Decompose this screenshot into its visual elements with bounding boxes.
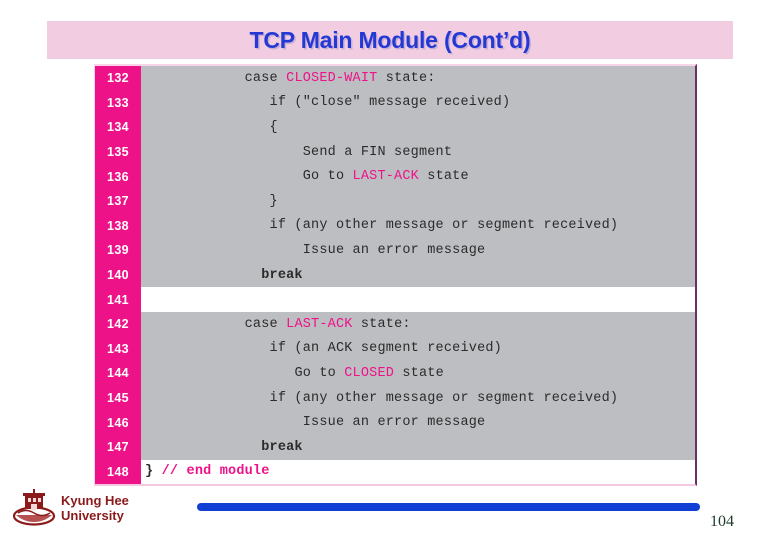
code-line-text: if (any other message or segment receive… — [141, 386, 695, 411]
code-token: } — [145, 464, 162, 480]
code-token: state — [418, 169, 469, 185]
code-token: if ("close" message received) — [269, 95, 511, 111]
code-line-number: 136 — [95, 164, 141, 189]
code-token: Issue an error message — [302, 415, 486, 431]
code-line-text: Issue an error message — [141, 238, 695, 263]
university-name-line2: University — [61, 508, 124, 523]
slide-title-banner: TCP Main Module (Cont’d) — [47, 21, 733, 59]
code-line-number: 147 — [95, 434, 141, 460]
code-line-number: 142 — [95, 311, 141, 337]
code-line-text: { — [141, 115, 695, 140]
code-line-text: if (an ACK segment received) — [141, 337, 695, 362]
code-line-row: 144 Go to CLOSED state — [95, 361, 695, 386]
code-line-number: 135 — [95, 139, 141, 165]
page-number: 104 — [710, 513, 734, 530]
code-line-row: 137 } — [95, 188, 695, 214]
code-line-number: 132 — [95, 66, 141, 91]
code-token: Issue an error message — [302, 242, 486, 258]
code-line-row: 145 if (any other message or segment rec… — [95, 385, 695, 411]
code-line-row: 147 break — [95, 434, 695, 460]
code-line-row: 140 break — [95, 262, 695, 288]
code-token: if (an ACK segment received) — [269, 341, 502, 357]
code-line-number: 141 — [95, 287, 141, 312]
code-line-row: 148} // end module — [95, 459, 695, 485]
code-listing-panel: 132 case CLOSED-WAIT state:133 if ("clos… — [94, 64, 697, 487]
university-name: Kyung Hee University — [61, 493, 129, 523]
code-token: break — [261, 439, 303, 455]
code-line-text: break — [141, 263, 695, 288]
code-token: state: — [352, 316, 411, 332]
code-token: break — [261, 267, 303, 283]
code-token: if (any other message or segment receive… — [269, 218, 619, 234]
code-line-row: 141 — [95, 287, 695, 312]
code-token: Go to — [294, 365, 345, 381]
code-line-text: } — [141, 189, 695, 214]
code-line-text: if (any other message or segment receive… — [141, 214, 695, 239]
code-line-text: } // end module — [141, 460, 695, 485]
code-line-number: 137 — [95, 188, 141, 214]
university-name-line1: Kyung Hee — [61, 493, 129, 508]
code-line-text: break — [141, 435, 695, 460]
code-line-row: 139 Issue an error message — [95, 238, 695, 263]
code-state-keyword: LAST-ACK — [352, 169, 419, 185]
code-line-number: 133 — [95, 90, 141, 116]
code-line-number: 144 — [95, 361, 141, 386]
code-line-number: 143 — [95, 336, 141, 362]
university-branding: Kyung Hee University — [12, 489, 129, 527]
code-state-keyword: LAST-ACK — [286, 316, 353, 332]
code-line-text: Go to LAST-ACK state — [141, 164, 695, 189]
code-line-row: 142 case LAST-ACK state: — [95, 311, 695, 337]
code-token: } — [269, 193, 278, 209]
code-line-text — [141, 287, 695, 312]
code-line-number: 139 — [95, 238, 141, 263]
code-line-text: case LAST-ACK state: — [141, 312, 695, 337]
code-comment: // end module — [161, 464, 270, 480]
code-line-number: 146 — [95, 410, 141, 435]
code-state-keyword: CLOSED-WAIT — [286, 70, 378, 86]
code-token: { — [269, 119, 278, 135]
code-line-row: 146 Issue an error message — [95, 410, 695, 435]
code-token: Send a FIN segment — [302, 144, 453, 160]
code-line-text: Send a FIN segment — [141, 140, 695, 165]
code-line-number: 148 — [95, 459, 141, 485]
code-line-row: 136 Go to LAST-ACK state — [95, 164, 695, 189]
code-state-keyword: CLOSED — [344, 365, 395, 381]
code-token: Go to — [302, 169, 353, 185]
code-line-row: 135 Send a FIN segment — [95, 139, 695, 165]
code-token: state — [394, 365, 444, 381]
code-line-row: 143 if (an ACK segment received) — [95, 336, 695, 362]
code-line-number: 138 — [95, 213, 141, 239]
code-line-text: Issue an error message — [141, 410, 695, 435]
code-line-number: 145 — [95, 385, 141, 411]
code-line-row: 133 if ("close" message received) — [95, 90, 695, 116]
code-line-number: 140 — [95, 262, 141, 288]
code-token: case — [244, 70, 287, 86]
code-line-row: 134 { — [95, 115, 695, 140]
code-line-number: 134 — [95, 115, 141, 140]
code-token: case — [244, 316, 287, 332]
code-line-row: 132 case CLOSED-WAIT state: — [95, 66, 695, 91]
code-line-row: 138 if (any other message or segment rec… — [95, 213, 695, 239]
code-line-text: case CLOSED-WAIT state: — [141, 66, 695, 91]
code-token: state: — [377, 70, 436, 86]
code-token: if (any other message or segment receive… — [269, 390, 619, 406]
footer-blue-bar — [197, 503, 700, 511]
code-line-text: Go to CLOSED state — [141, 361, 695, 386]
page-title: TCP Main Module (Cont’d) — [249, 26, 531, 53]
kyung-hee-crest-icon — [12, 489, 56, 527]
code-line-text: if ("close" message received) — [141, 91, 695, 116]
